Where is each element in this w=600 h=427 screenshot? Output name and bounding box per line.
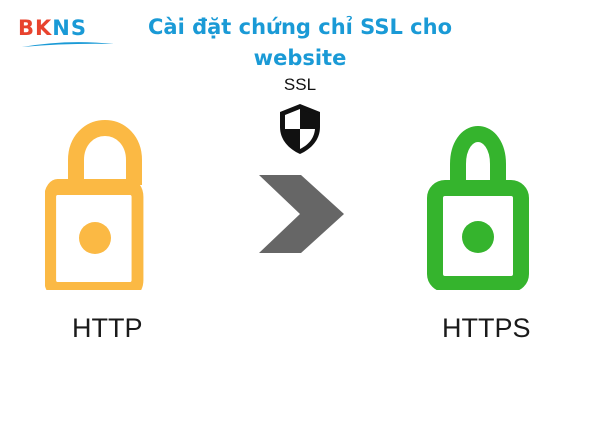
http-label: HTTP <box>72 313 143 343</box>
logo-bk: BK <box>18 16 53 40</box>
title-line-2: website <box>253 46 347 70</box>
logo-ns: NS <box>52 16 87 40</box>
lock-open-icon <box>45 120 144 290</box>
page-title: Cài đặt chứng chỉ SSL cho website <box>130 12 470 74</box>
lock-closed-icon <box>427 125 529 290</box>
bkns-logo: BKNS <box>18 15 116 48</box>
https-label: HTTPS <box>442 313 531 343</box>
shield-icon <box>280 104 320 154</box>
ssl-label: SSL <box>283 75 317 94</box>
logo-text: BKNS <box>18 15 87 41</box>
chevron-right-icon <box>259 175 344 253</box>
logo-swoosh-icon <box>22 42 114 47</box>
title-line-1: Cài đặt chứng chỉ SSL cho <box>147 15 453 39</box>
